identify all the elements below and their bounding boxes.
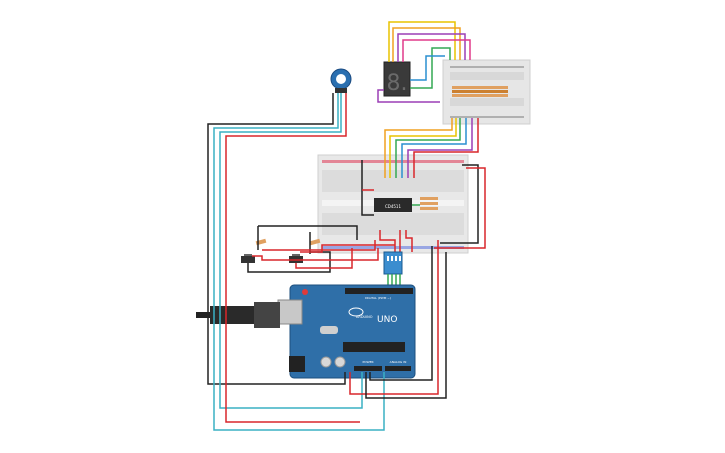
button-wires [247,225,395,273]
board-logo: ARDUINO [356,315,373,319]
arduino-logo-icon [348,307,364,317]
pushbutton-right[interactable] [289,254,303,263]
capacitor-2 [334,356,346,368]
pushbutton-left[interactable] [241,254,255,263]
analog-header-label: ANALOG IN [390,360,407,364]
dip-switch[interactable] [383,251,403,275]
resistor-group-main [420,197,438,210]
board-brand: UNO [377,315,397,325]
segment-digit: 8. [387,71,408,96]
usb-connector [277,299,303,325]
power-header-label: POWER [362,360,373,364]
decoder-chip[interactable]: CD4511 [374,198,412,212]
analog-header [385,366,411,371]
bridge-wires [384,118,479,178]
crystal [320,326,338,334]
digital-header-label: DIGITAL (PWM ~) [365,296,391,300]
power-jack [289,356,305,372]
board-wires [361,160,486,252]
resistor-array-top [452,86,508,97]
display-wires [377,21,471,103]
small-breadboard [442,59,531,125]
potentiometer[interactable] [330,68,352,93]
perimeter-wires [207,93,447,431]
arduino-uno-board[interactable]: DIGITAL (PWM ~) POWER ANALOG IN UNO ARDU… [277,284,416,379]
atmega-chip [343,342,405,352]
chip-label: CD4511 [385,204,402,209]
seven-segment-display[interactable]: 8. [383,61,411,97]
capacitor-1 [320,356,332,368]
reset-button[interactable] [302,289,308,295]
digital-header [345,288,413,294]
power-header [354,366,382,371]
dip-switch-wires [387,274,401,285]
usb-cable [196,302,280,328]
